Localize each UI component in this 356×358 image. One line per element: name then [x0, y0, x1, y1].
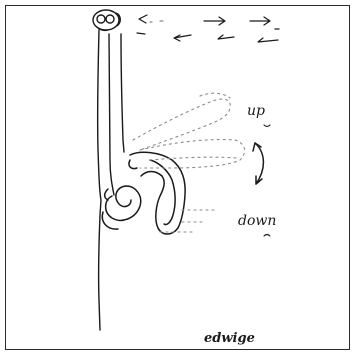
arrow-marks — [137, 15, 279, 42]
dotted-flag-up — [133, 93, 230, 150]
curled-flag — [102, 152, 185, 234]
label-down: down — [238, 213, 276, 229]
label-up: up — [247, 103, 265, 119]
pole-outline — [98, 30, 124, 330]
dotted-flag-down — [160, 210, 215, 232]
signature: edwige — [204, 331, 255, 346]
pole-top-knob — [93, 10, 120, 30]
motion-arrow-icon — [253, 143, 263, 184]
